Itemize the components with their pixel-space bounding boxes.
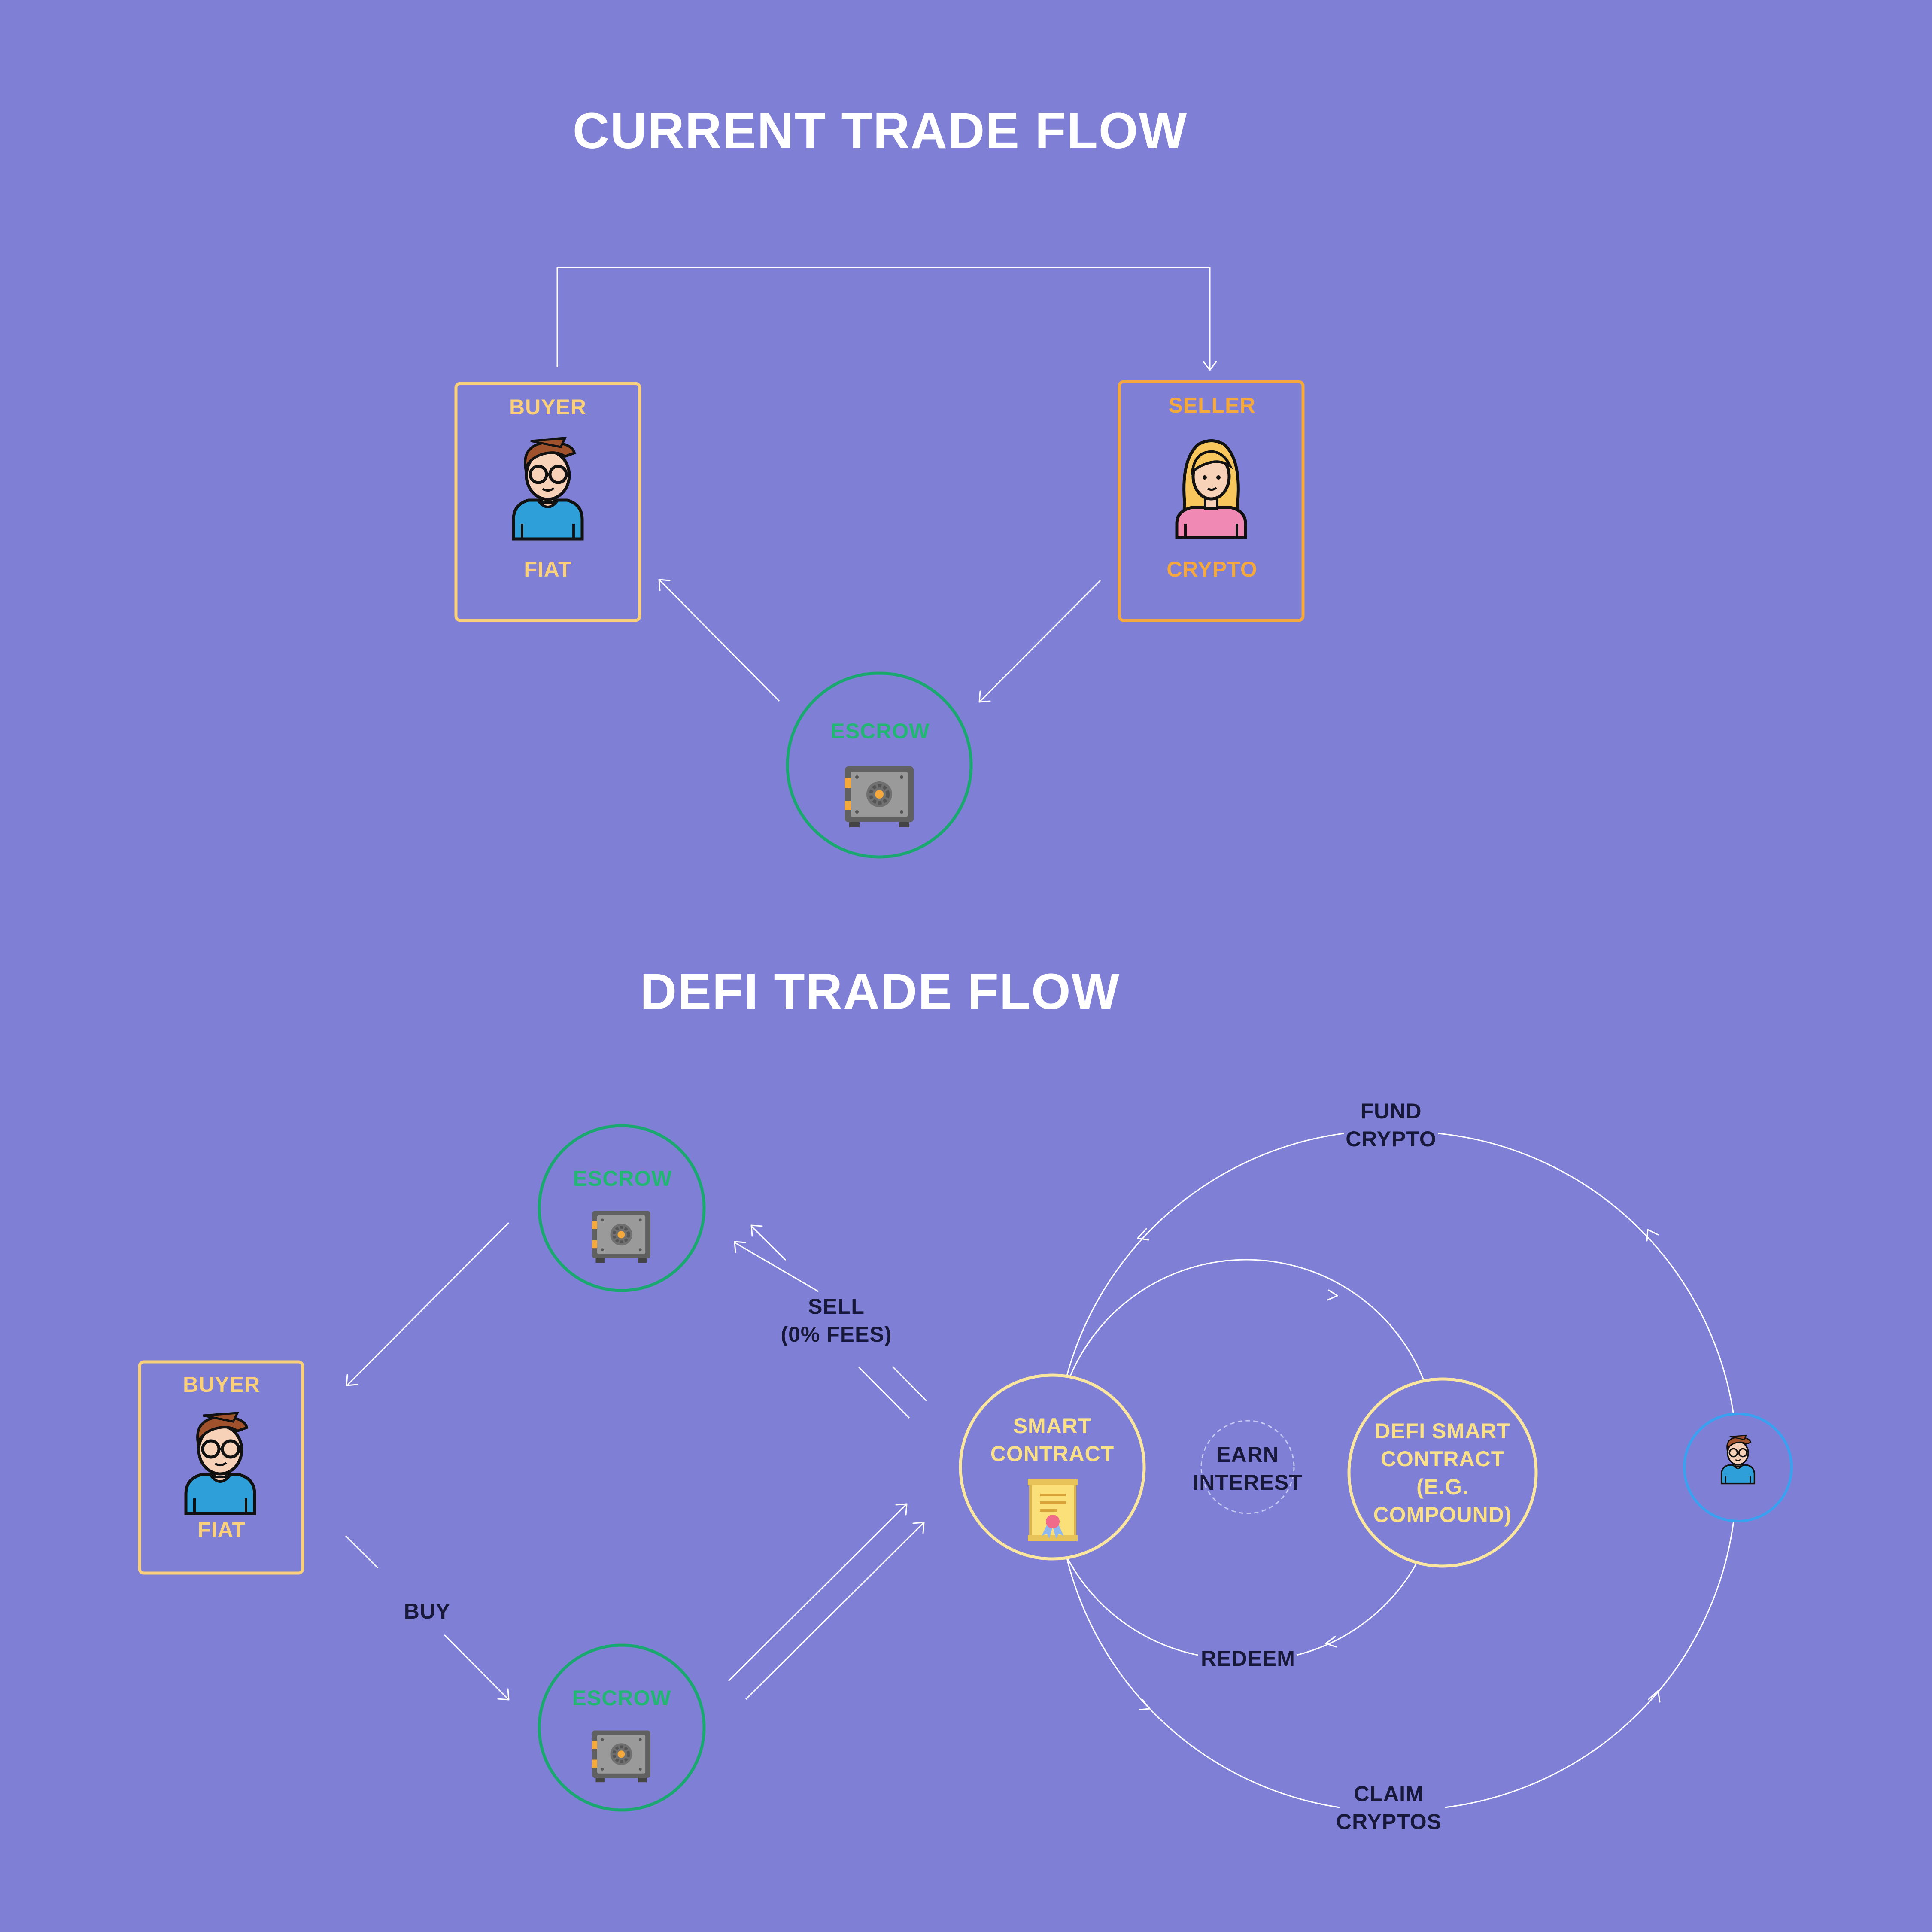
redeem-loop-right	[1296, 1562, 1418, 1656]
arrow-head-seller	[1203, 361, 1217, 371]
smart-contract-line1: SMART	[1013, 1414, 1092, 1438]
defi-escrow-top-label: ESCROW	[573, 1166, 672, 1191]
defi-buyer-role: BUYER	[183, 1373, 260, 1397]
arrow-head	[497, 1688, 510, 1701]
safe-icon	[592, 1731, 650, 1783]
arrow-head	[750, 1224, 763, 1237]
sell-arrow-a-part1	[892, 1366, 927, 1402]
buyer-avatar-icon	[513, 438, 582, 539]
current-buyer-card: BUYER FIAT	[454, 382, 641, 622]
earn-interest-node: EARN INTEREST	[1193, 1420, 1302, 1514]
sell-label-line1: SELL	[808, 1294, 865, 1318]
defi-escrow-bottom-label: ESCROW	[572, 1686, 671, 1710]
defi-contract-line3: (E.G.	[1416, 1475, 1469, 1499]
sell-arrow-a-part2	[750, 1225, 787, 1261]
sell-arrow-b-part1	[858, 1366, 910, 1419]
escrow-bottom-to-contract-arrow-a	[728, 1504, 907, 1682]
claim-loop-right	[1444, 1520, 1735, 1808]
buy-arrow-part1	[345, 1535, 379, 1569]
defi-buyer-card: BUYER FIAT	[138, 1360, 304, 1575]
claim-cryptos-line2: CRYPTOS	[1336, 1810, 1442, 1834]
arrow-head	[1325, 1636, 1337, 1648]
fund-crypto-loop-left	[1066, 1133, 1344, 1378]
arrow-head-escrow	[978, 690, 991, 703]
sell-label-line2: (0% FEES)	[781, 1322, 892, 1346]
redeem-label: REDEEM	[1201, 1646, 1295, 1671]
current-buyer-asset: FIAT	[524, 557, 571, 581]
buy-arrow-part2	[444, 1634, 509, 1700]
defi-escrow-top: ESCROW	[538, 1124, 706, 1292]
buyer-to-seller-connector	[556, 267, 1211, 369]
defi-contract-line2: CONTRACT	[1381, 1447, 1505, 1471]
current-flow-title: CURRENT TRADE FLOW	[573, 103, 1188, 159]
buyer-avatar-icon	[186, 1413, 255, 1513]
safe-icon	[592, 1211, 650, 1263]
arrow-head	[912, 1522, 925, 1534]
seller-to-escrow-arrow	[979, 580, 1101, 702]
arrow-head	[1646, 1229, 1659, 1242]
arrow-head	[1137, 1228, 1149, 1241]
current-seller-role: SELLER	[1168, 393, 1255, 417]
arrow-head	[734, 1241, 746, 1253]
defi-contract-line4: COMPOUND)	[1373, 1503, 1512, 1527]
buy-label: BUY	[404, 1599, 451, 1623]
escrow-top-to-buyer-arrow	[347, 1222, 510, 1385]
defi-user-node	[1683, 1413, 1793, 1522]
fund-crypto-line2: CRYPTO	[1346, 1127, 1437, 1151]
inner-loop-top	[1068, 1259, 1424, 1379]
escrow-bottom-to-contract-arrow-b	[745, 1522, 924, 1700]
current-buyer-role: BUYER	[509, 395, 586, 419]
current-seller-asset: CRYPTO	[1166, 557, 1258, 581]
arrow-head	[1648, 1690, 1661, 1703]
earn-interest-line1: EARN	[1216, 1443, 1279, 1467]
current-escrow: ESCROW	[786, 671, 973, 859]
defi-contract-line1: DEFI SMART	[1375, 1419, 1510, 1443]
arrow-head	[895, 1503, 908, 1516]
claim-cryptos-line1: CLAIM	[1354, 1782, 1424, 1806]
redeem-loop-left	[1066, 1556, 1198, 1656]
fund-crypto-loop-right	[1438, 1133, 1735, 1416]
sell-arrow-b-part2	[734, 1242, 819, 1292]
safe-icon	[845, 766, 914, 827]
seller-avatar-icon	[1177, 441, 1245, 538]
defi-buyer-asset: FIAT	[197, 1518, 245, 1542]
arrow-head	[1327, 1289, 1338, 1301]
smart-contract-node: SMART CONTRACT	[959, 1373, 1146, 1561]
arrow-head	[1139, 1698, 1151, 1710]
arrow-head	[346, 1374, 358, 1386]
arrow-head-buyer	[658, 579, 671, 591]
smart-contract-line2: CONTRACT	[990, 1442, 1115, 1466]
earn-interest-line2: INTEREST	[1193, 1470, 1302, 1495]
defi-escrow-bottom: ESCROW	[538, 1643, 706, 1812]
defi-contract-node: DEFI SMART CONTRACT (E.G. COMPOUND)	[1347, 1377, 1538, 1568]
defi-flow-title: DEFI TRADE FLOW	[640, 963, 1120, 1020]
claim-loop-left	[1066, 1556, 1340, 1808]
fund-crypto-line1: FUND	[1361, 1099, 1422, 1123]
current-escrow-label: ESCROW	[831, 719, 930, 743]
current-seller-card: SELLER CRYPTO	[1118, 380, 1305, 622]
certificate-icon	[1028, 1479, 1078, 1541]
escrow-to-buyer-arrow	[659, 580, 780, 702]
